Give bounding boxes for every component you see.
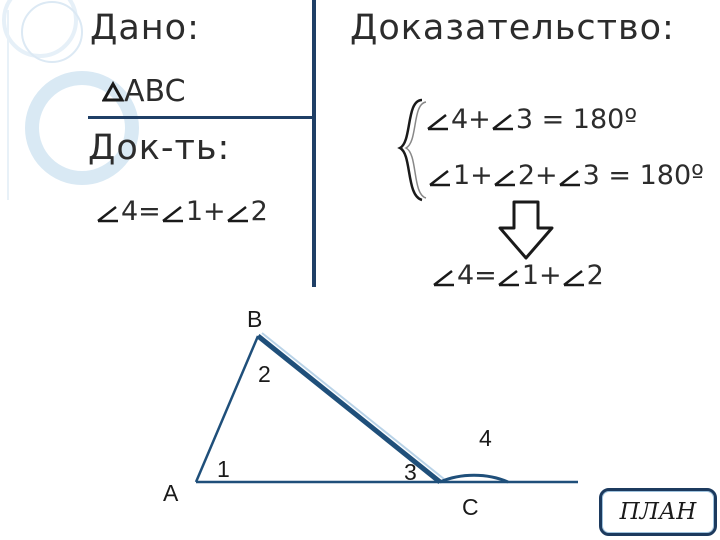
to-prove-statement: 4= 1+ 2 [96,196,268,227]
horizontal-divider [88,116,316,119]
angle-icon [433,270,454,287]
proof-line-2: 1+ 2+ 3 = 180º [428,160,704,191]
conclusion-part: 2 [586,260,604,291]
angle-icon [427,114,448,131]
side-ab [194,335,260,483]
vertex-label-c: C [462,494,479,520]
proof-line-2-part: 1+ [453,160,493,191]
vertex-label-b: B [247,306,263,332]
statement-part: 4= [121,196,161,227]
angle-label-1: 1 [217,456,230,482]
proof-line-1: 4+ 3 = 180º [426,104,637,135]
angle-icon [429,170,450,187]
angle-icon [492,114,513,131]
exterior-angle-arc [439,473,509,484]
given-triangle: ABC [101,74,186,109]
proof-line-1-part: 3 = 180º [515,104,638,135]
implication-arrow-icon [498,200,554,260]
side-bc-highlight [261,332,445,480]
angle-icon [562,270,584,287]
proof-heading: Доказательство: [350,8,675,48]
to-prove-heading: Док-ть: [88,128,231,168]
plan-button[interactable]: ПЛАН [599,488,717,536]
angle-icon [498,270,519,287]
side-bc [256,334,442,484]
proof-line-2-part: 2+ [517,160,558,191]
angle-icon [97,206,118,223]
conclusion-part: 1+ [521,260,562,291]
angle-icon [494,170,515,187]
angle-icon [226,206,248,223]
vertical-divider [312,0,316,287]
proof-conclusion: 4= 1+ 2 [432,260,604,291]
angle-icon [558,170,580,187]
proof-line-1-part: 4+ [451,104,491,135]
proof-line-2-part: 3 = 180º [582,160,704,191]
given-heading: Дано: [90,8,200,48]
triangle-icon [101,80,125,102]
conclusion-part: 4= [457,260,497,291]
vertex-label-a: A [163,480,179,506]
angle-label-3: 3 [404,459,417,485]
angle-label-4: 4 [479,425,492,451]
angle-icon [162,206,183,223]
triangle-name: ABC [124,74,186,109]
statement-part: 1+ [185,196,226,227]
system-brace [397,98,427,202]
angle-label-2: 2 [258,361,271,387]
statement-part: 2 [250,196,268,227]
